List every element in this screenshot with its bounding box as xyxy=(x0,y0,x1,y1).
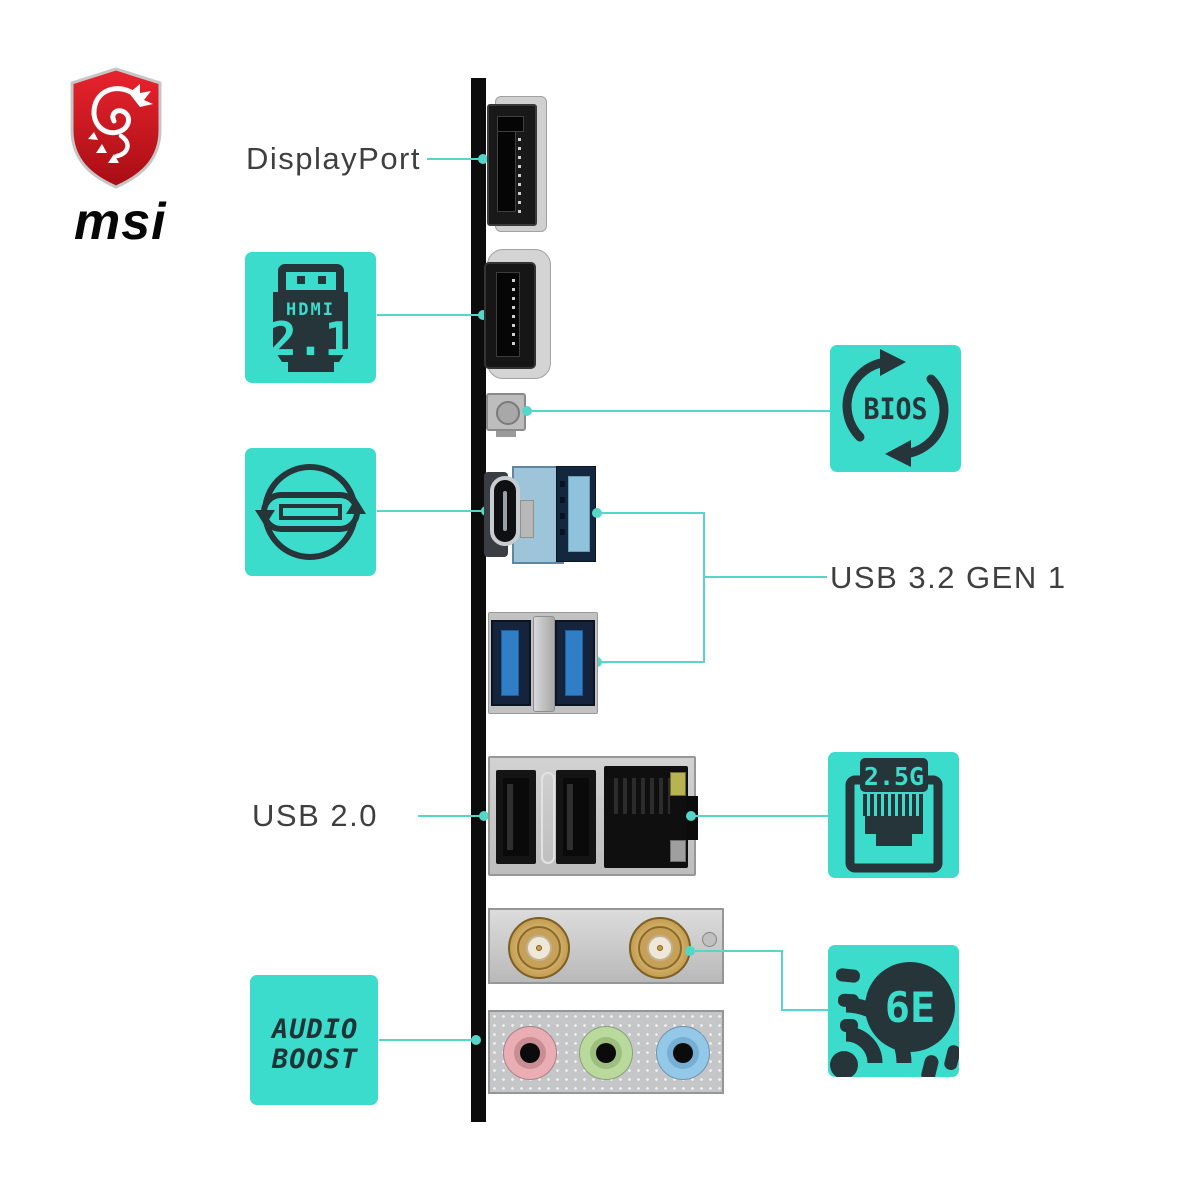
usb32-label: USB 3.2 GEN 1 xyxy=(830,560,1067,595)
pair-divider xyxy=(533,616,555,712)
audio-boost-line1: AUDIO xyxy=(272,1014,359,1045)
audio-jack-blue xyxy=(656,1026,710,1080)
hdmi-callout-line xyxy=(377,314,483,316)
svg-text:2.1: 2.1 xyxy=(269,312,352,366)
button-cap xyxy=(496,401,520,425)
hdmi-connector xyxy=(484,249,551,379)
sma-pin xyxy=(657,945,663,951)
wifi-callout-vline xyxy=(781,950,783,1011)
usb32-vert-line xyxy=(703,512,705,663)
svg-text:BIOS: BIOS xyxy=(864,392,928,426)
audio-boost-text: AUDIO BOOST xyxy=(250,975,378,1075)
usb-c-and-usb-a-assembly xyxy=(484,463,596,564)
usb32-bottom-line xyxy=(597,661,705,663)
dp-pins xyxy=(518,138,521,214)
bios-badge: BIOS xyxy=(830,345,961,472)
displayport-callout-line xyxy=(427,158,483,160)
usb-c-tongue xyxy=(503,491,507,531)
hdmi-callout-dot xyxy=(478,310,488,320)
usb-a-tongue xyxy=(568,476,590,552)
usb-c-callout-line xyxy=(377,510,486,512)
svg-text:HDMI: HDMI xyxy=(286,300,335,320)
usb32-mid-line xyxy=(705,576,827,578)
bios-flash-button xyxy=(486,393,526,438)
usb2-lan-block xyxy=(488,756,698,876)
usb-a-tongue xyxy=(565,630,583,696)
refresh-cycle-arrows-icon: BIOS xyxy=(842,349,949,467)
wifi-6e-badge: 6E xyxy=(828,945,959,1077)
hdmi-pins xyxy=(512,279,515,349)
button-leg xyxy=(496,431,516,437)
hdmi-2-1-badge: HDMI 2.1 xyxy=(245,252,376,383)
hdmi-plug-icon: HDMI 2.1 xyxy=(269,264,352,372)
msi-dragon-shield-logo xyxy=(70,67,162,189)
usb-c-reversible-icon xyxy=(255,464,366,560)
usb20-label: USB 2.0 xyxy=(252,798,378,833)
msi-wordmark: msi xyxy=(74,193,167,251)
usb-a-pins xyxy=(560,481,565,545)
displayport-callout-dot xyxy=(478,154,488,164)
usb-a-3-2-gen1-port-pair xyxy=(488,612,598,714)
mid-tab xyxy=(520,500,534,538)
usb-2-0-tongue xyxy=(567,784,573,850)
audio-callout-line xyxy=(379,1039,476,1041)
io-shield-bar xyxy=(471,78,486,1122)
displayport-connector xyxy=(487,96,549,232)
audio-jack-plate xyxy=(488,1010,724,1094)
hdmi-slot xyxy=(496,272,520,357)
sma-dielectric xyxy=(647,935,673,961)
wifi-signal-6e-icon: 6E xyxy=(830,962,959,1077)
bios-callout-line xyxy=(527,410,830,412)
lan-led-activity xyxy=(670,772,686,796)
usb-c-badge xyxy=(245,448,376,576)
lan-callout-dot xyxy=(686,811,696,821)
usb-c-port xyxy=(490,476,520,546)
svg-text:2.5G: 2.5G xyxy=(864,762,924,791)
ethernet-rj45-icon: 2.5G xyxy=(845,758,943,873)
plate-screw xyxy=(702,932,717,947)
jack-hole xyxy=(520,1043,540,1063)
dp-slot-notch xyxy=(497,116,524,132)
wifi-antenna-plate xyxy=(488,908,724,984)
wifi-antenna-connector xyxy=(629,917,691,979)
rj45-comb xyxy=(614,778,670,814)
wifi-callout-line2 xyxy=(783,1009,828,1011)
lan-led-link xyxy=(670,840,686,862)
usb20-callout-line xyxy=(418,815,484,817)
audio-boost-badge: AUDIO BOOST xyxy=(250,975,378,1105)
audio-boost-line2: BOOST xyxy=(272,1044,359,1075)
jack-hole xyxy=(673,1043,693,1063)
usb-2-0-tongue xyxy=(507,784,513,850)
sma-pin xyxy=(536,945,542,951)
jack-hole xyxy=(596,1043,616,1063)
port-divider xyxy=(541,772,555,864)
lan-callout-line xyxy=(691,815,828,817)
usb20-callout-dot xyxy=(479,811,489,821)
audio-jack-pink xyxy=(503,1026,557,1080)
bios-callout-dot xyxy=(522,406,532,416)
audio-jack-green xyxy=(579,1026,633,1080)
wifi-callout-line1 xyxy=(690,950,783,952)
usb32-top-line xyxy=(597,512,705,514)
svg-text:6E: 6E xyxy=(885,983,936,1032)
displayport-label: DisplayPort xyxy=(246,141,421,176)
lan-2-5g-badge: 2.5G xyxy=(828,752,959,878)
wifi-antenna-connector xyxy=(508,917,570,979)
usb-a-tongue xyxy=(501,630,519,696)
audio-callout-dot xyxy=(471,1035,481,1045)
